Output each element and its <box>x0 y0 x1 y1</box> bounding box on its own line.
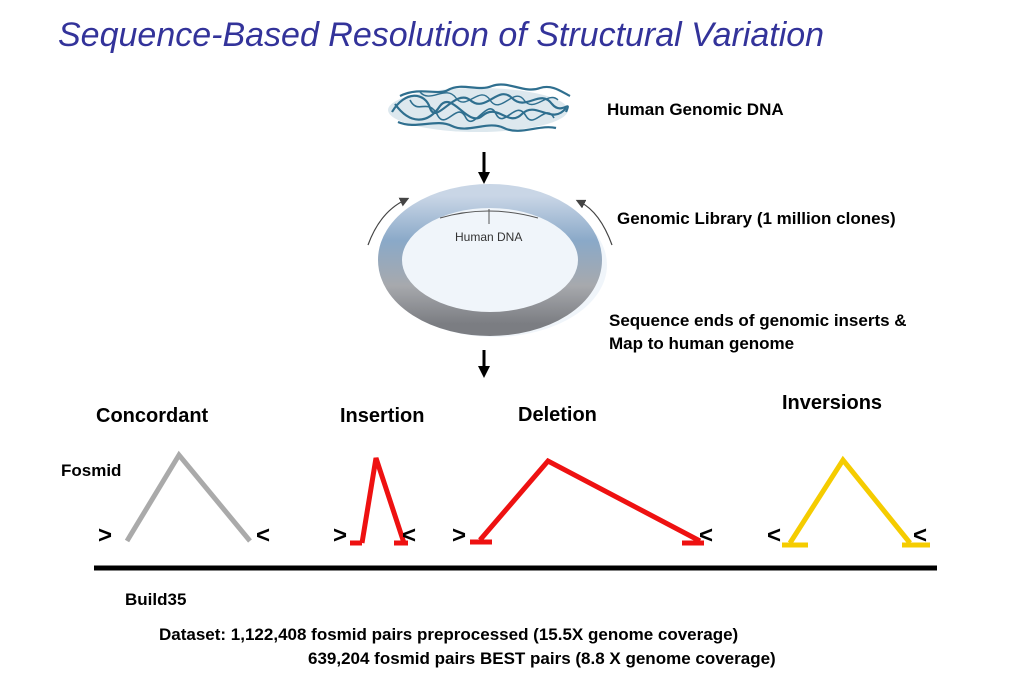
concordant-fosmid-pair <box>124 450 252 543</box>
orientation-reverse-marker: < <box>767 522 782 549</box>
vector-insert-label: Human DNA <box>455 230 523 244</box>
orientation-reverse-marker: < <box>256 522 271 549</box>
plasmid-ring-icon <box>378 184 607 337</box>
deletion-label: Deletion <box>518 404 597 426</box>
inversions-label: Inversions <box>782 392 883 414</box>
genomic-dna-label: Human Genomic DNA <box>607 100 784 119</box>
arrow-down-icon <box>478 350 490 378</box>
orientation-forward-marker: > <box>452 522 467 549</box>
sequence-ends-label-line1: Sequence ends of genomic inserts & <box>609 311 907 330</box>
dataset-line2: 639,204 fosmid pairs BEST pairs (8.8 X g… <box>308 649 776 668</box>
circular-arrow-icon <box>575 199 613 246</box>
insertion-label: Insertion <box>340 405 425 427</box>
reference-build-label: Build35 <box>125 590 187 609</box>
orientation-reverse-marker: < <box>913 522 928 549</box>
orientation-reverse-marker: < <box>402 522 417 549</box>
deletion-fosmid-pair <box>470 457 704 546</box>
sequence-ends-label-line2: Map to human genome <box>609 334 795 353</box>
orientation-forward-marker: > <box>98 522 113 549</box>
dataset-line1: Dataset: 1,122,408 fosmid pairs preproce… <box>159 625 739 644</box>
fosmid-label: Fosmid <box>61 461 122 480</box>
dna-tangle-icon <box>388 83 571 132</box>
circular-arrow-icon <box>367 197 410 246</box>
page-title: Sequence-Based Resolution of Structural … <box>58 16 825 54</box>
inversion-fosmid-pair <box>782 455 930 548</box>
orientation-reverse-marker: < <box>699 522 714 549</box>
arrow-down-icon <box>478 152 490 184</box>
genomic-library-label: Genomic Library (1 million clones) <box>617 209 896 228</box>
concordant-label: Concordant <box>96 405 209 427</box>
insertion-fosmid-pair <box>350 457 408 546</box>
orientation-forward-marker: > <box>333 522 348 549</box>
